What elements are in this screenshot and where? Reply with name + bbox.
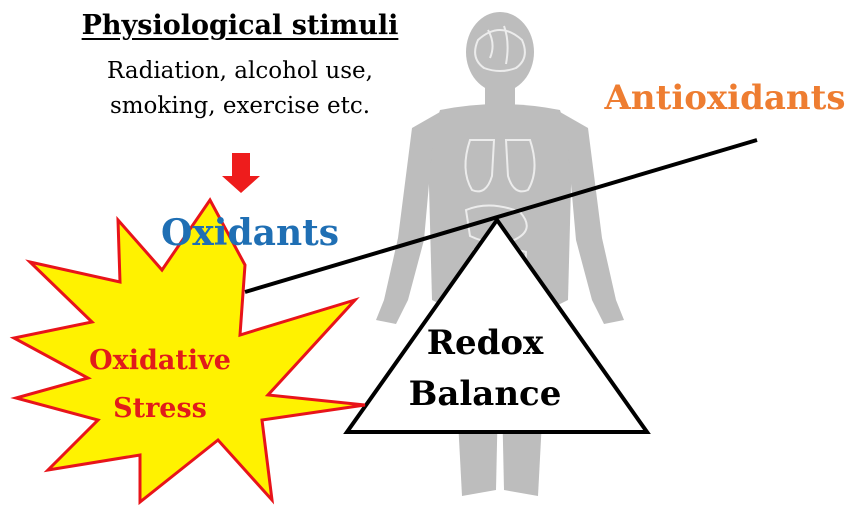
redox-balance-label-line2: Balance (385, 374, 585, 414)
stimuli-title: Physiological stimuli (30, 10, 450, 41)
red-down-arrow (222, 153, 260, 193)
stimuli-description-line2: smoking, exercise etc. (30, 93, 450, 119)
stimuli-description-line1: Radiation, alcohol use, (30, 58, 450, 84)
antioxidants-label: Antioxidants (585, 78, 860, 118)
oxidants-label: Oxidants (140, 212, 360, 254)
oxidative-stress-label-line2: Stress (60, 393, 260, 424)
oxidative-stress-label-line1: Oxidative (60, 345, 260, 376)
redox-balance-label-line1: Redox (385, 323, 585, 363)
